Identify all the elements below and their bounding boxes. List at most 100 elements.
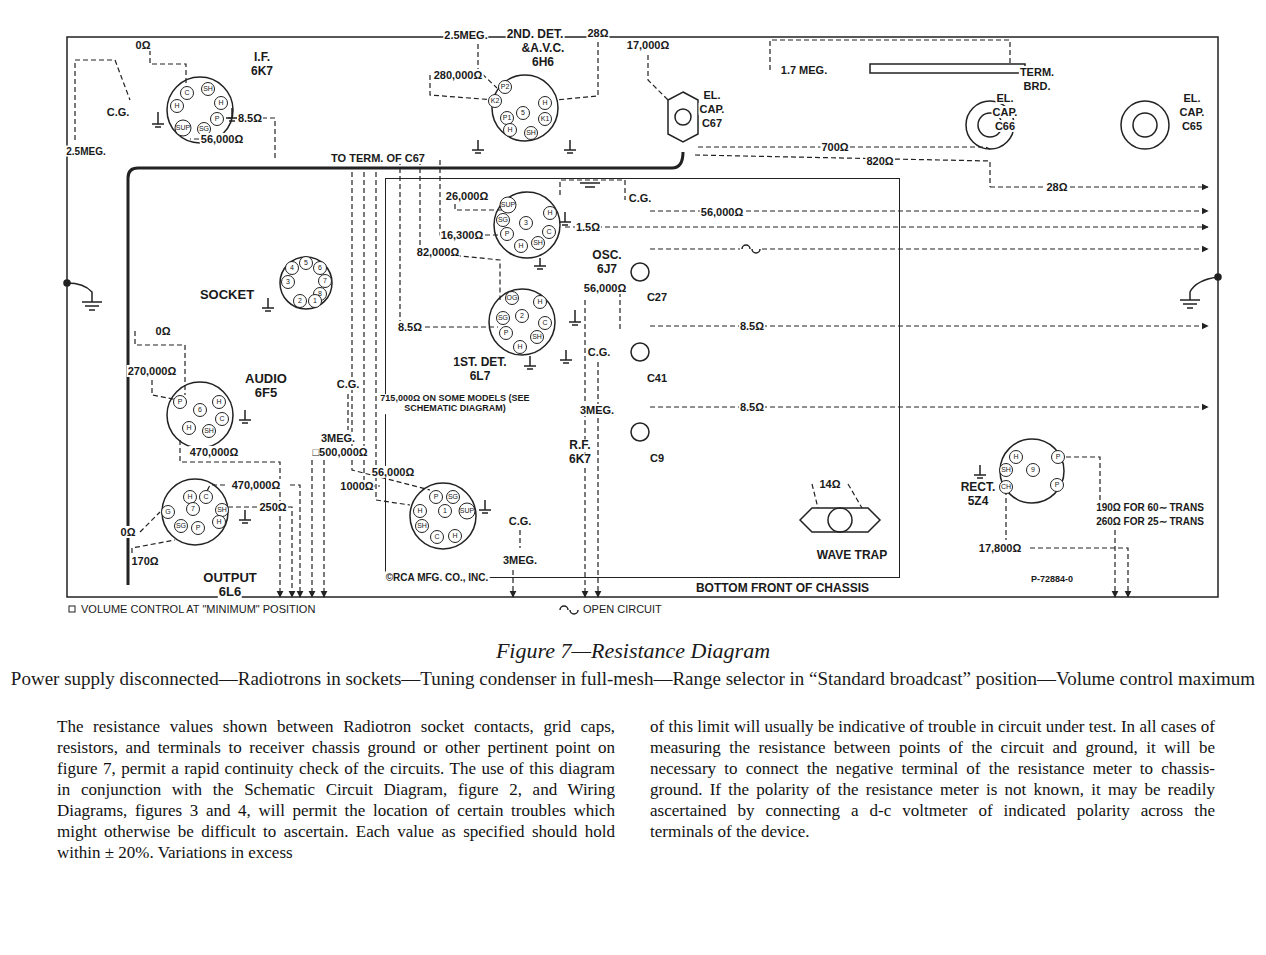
pin-circle bbox=[501, 228, 514, 241]
pin-circle bbox=[162, 506, 175, 519]
measure-line bbox=[519, 530, 520, 548]
pin-name: 7 bbox=[190, 505, 196, 513]
pin-circle bbox=[515, 240, 528, 253]
pin-name: C bbox=[545, 228, 552, 236]
measure-line bbox=[152, 380, 178, 400]
value-label: 190Ω FOR 60∼ TRANS bbox=[1095, 502, 1205, 513]
value-label: C.G. bbox=[336, 378, 361, 390]
pin-circle bbox=[187, 503, 200, 516]
measure-line bbox=[1114, 530, 1115, 597]
pin-name: C bbox=[433, 533, 440, 541]
value-label: C27 bbox=[646, 291, 668, 303]
legend-sample bbox=[69, 606, 75, 612]
value-label: 14Ω bbox=[818, 478, 841, 490]
pin-name: SH bbox=[532, 239, 544, 247]
value-label: 8.5Ω bbox=[739, 320, 765, 332]
value-label: ©RCA MFG. CO., INC. bbox=[385, 572, 490, 583]
value-label: 26,000Ω bbox=[445, 190, 489, 202]
tube-socket bbox=[1000, 439, 1064, 503]
pin-circle bbox=[499, 81, 512, 94]
pin-circle bbox=[175, 120, 191, 136]
pin-name: P bbox=[1054, 481, 1061, 489]
legend-text: VOLUME CONTROL AT "MINIMUM" POSITION bbox=[80, 603, 316, 615]
pin-name: SH bbox=[416, 522, 428, 530]
pin-circle bbox=[459, 503, 475, 519]
pin-circle bbox=[286, 262, 299, 275]
tube-socket bbox=[162, 479, 228, 545]
value-label: C41 bbox=[646, 372, 668, 384]
measure-line bbox=[600, 288, 620, 330]
value-label: RECT. bbox=[960, 481, 997, 494]
value-label: TO TERM. OF C67 bbox=[330, 152, 426, 164]
value-label: 6K7 bbox=[250, 65, 274, 78]
value-label: 0Ω bbox=[155, 325, 172, 337]
pin-circle bbox=[504, 124, 517, 137]
pin-name: P bbox=[177, 398, 184, 406]
value-label: EL. bbox=[702, 89, 721, 101]
pin-name: 1 bbox=[442, 507, 448, 515]
pin-name: H bbox=[186, 493, 193, 501]
pin-name: P bbox=[195, 524, 202, 532]
pin-circle bbox=[216, 413, 229, 426]
pin-circle bbox=[500, 327, 513, 340]
pin-circle bbox=[1000, 481, 1013, 494]
pin-circle bbox=[1010, 451, 1023, 464]
measure-line bbox=[347, 394, 348, 430]
value-label: 0Ω bbox=[135, 39, 152, 51]
ground-symbol bbox=[152, 112, 164, 127]
measure-line bbox=[695, 155, 990, 187]
pin-circle bbox=[1027, 464, 1040, 477]
measure-line bbox=[990, 186, 1208, 187]
value-label: 170Ω bbox=[130, 555, 159, 567]
ground-symbol bbox=[974, 465, 986, 478]
pin-circle bbox=[500, 197, 516, 213]
value-label: 8.5Ω bbox=[237, 112, 263, 124]
pin-name: C bbox=[183, 89, 190, 97]
value-label: C.G. bbox=[106, 106, 131, 118]
pin-circle bbox=[314, 262, 327, 275]
value-label: 0Ω bbox=[120, 526, 137, 538]
pin-circle bbox=[183, 422, 196, 435]
pin-name: P2 bbox=[500, 83, 511, 91]
legend-sample bbox=[560, 606, 578, 614]
value-label: &A.V.C. bbox=[521, 42, 566, 55]
value-label: CAP. bbox=[699, 103, 726, 115]
electrolytic-capacitor bbox=[1121, 101, 1169, 149]
pin-circle bbox=[439, 505, 452, 518]
tube-socket bbox=[494, 192, 560, 258]
pin-circle bbox=[211, 113, 224, 126]
value-label: WAVE TRAP bbox=[816, 549, 888, 562]
pin-name: H bbox=[541, 99, 548, 107]
pin-circle bbox=[531, 331, 544, 344]
measure-line bbox=[650, 406, 1208, 407]
pin-name: SUP bbox=[500, 201, 516, 209]
pin-name: H bbox=[173, 102, 180, 110]
measure-line bbox=[135, 331, 185, 395]
legend-text: OPEN CIRCUIT bbox=[582, 603, 663, 615]
value-label: 56,000Ω bbox=[200, 133, 244, 145]
value-label: 270,000Ω bbox=[127, 365, 178, 377]
pin-name: 6 bbox=[197, 406, 203, 414]
pin-name: SH bbox=[216, 506, 228, 514]
value-label: 8.5Ω bbox=[397, 321, 423, 333]
pin-circle bbox=[1000, 464, 1013, 477]
pin-circle bbox=[525, 127, 538, 140]
value-label: R.F. bbox=[568, 439, 591, 452]
value-label: 28Ω bbox=[1045, 181, 1068, 193]
ground-symbol bbox=[479, 500, 491, 513]
value-label: C.G. bbox=[628, 192, 653, 204]
open-circuit-symbol bbox=[742, 245, 760, 253]
pin-circle bbox=[200, 491, 213, 504]
value-label: 6F5 bbox=[254, 386, 278, 400]
value-label: EL. bbox=[995, 92, 1014, 104]
value-label: 56,000Ω bbox=[700, 206, 744, 218]
measure-line bbox=[140, 512, 160, 532]
measure-line bbox=[352, 172, 430, 490]
value-label: 8.5Ω bbox=[739, 401, 765, 413]
body-paragraph: The resistance values shown between Radi… bbox=[57, 716, 615, 863]
pin-circle bbox=[181, 87, 194, 100]
value-label: 5Z4 bbox=[967, 495, 990, 508]
value-label: C67 bbox=[701, 117, 723, 129]
pin-name: H bbox=[416, 507, 423, 515]
